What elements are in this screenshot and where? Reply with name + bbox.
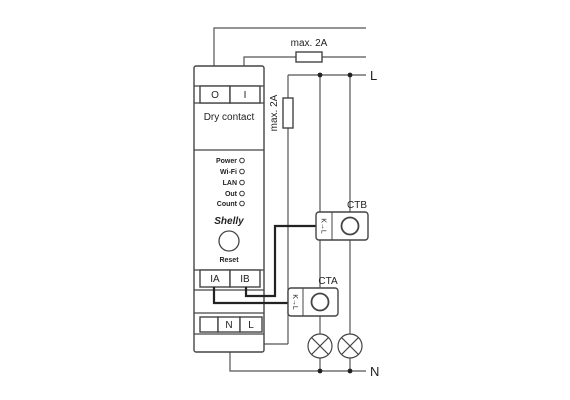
device-outline	[193, 65, 265, 353]
reset-button[interactable]	[218, 230, 240, 252]
junction-dots	[317, 72, 353, 374]
ctb-label: CTB	[347, 200, 367, 211]
terminal-l-label: L	[248, 320, 254, 331]
led-wifi-icon	[239, 168, 245, 175]
lamp-b	[337, 333, 363, 359]
wire-ib-ctb	[244, 224, 316, 298]
fuse-vertical-label: max. 2A	[269, 94, 280, 131]
live-label: L	[370, 68, 377, 83]
led-list: Power Wi-Fi LAN Out Count	[216, 157, 245, 208]
junction-dot	[317, 72, 323, 78]
neutral-label: N	[370, 364, 379, 379]
terminal-o-label: O	[211, 90, 219, 101]
terminal-l	[239, 316, 263, 333]
clamp-cta: K→L CTA	[287, 276, 339, 317]
cta-orientation: K→L	[291, 294, 298, 310]
wire-ia-cta	[212, 287, 288, 305]
terminal-n-label: N	[225, 320, 232, 331]
ctb-ring-icon	[340, 216, 360, 236]
ctb-orientation: K→L	[320, 218, 327, 234]
led-label-power: Power	[216, 158, 237, 165]
junction-dot	[347, 72, 353, 78]
led-lan-icon	[239, 179, 245, 186]
fuse-vertical	[282, 97, 294, 129]
led-label-wifi: Wi-Fi	[220, 169, 237, 176]
junction-dot	[317, 368, 323, 374]
ct-wires	[212, 224, 316, 305]
shelly-device: O I Dry contact Power Wi-Fi LAN Out Coun…	[193, 65, 265, 353]
terminal-blank	[199, 316, 219, 333]
cta-ring-icon	[310, 292, 330, 312]
reset-label: Reset	[219, 257, 239, 264]
cta-label: CTA	[318, 276, 338, 287]
led-label-out: Out	[225, 191, 238, 198]
terminal-ib-label: IB	[240, 274, 250, 285]
led-label-count: Count	[217, 201, 238, 208]
wire-to-l-terminal	[261, 334, 288, 345]
junction-dot	[347, 368, 353, 374]
terminal-i	[229, 85, 261, 104]
terminal-ia-label: IA	[210, 274, 220, 285]
led-count-icon	[239, 200, 245, 207]
led-out-icon	[239, 190, 245, 197]
brand-logo: Shelly	[214, 216, 244, 227]
dry-contact-label: Dry contact	[204, 112, 255, 123]
fuse-top-label: max. 2A	[291, 38, 328, 49]
fuse-top	[295, 51, 323, 63]
led-power-icon	[239, 157, 245, 164]
clamp-ctb: K→L CTB	[315, 200, 369, 241]
lamp-a	[307, 333, 333, 359]
terminal-i-label: I	[244, 90, 247, 101]
led-label-lan: LAN	[223, 180, 237, 187]
